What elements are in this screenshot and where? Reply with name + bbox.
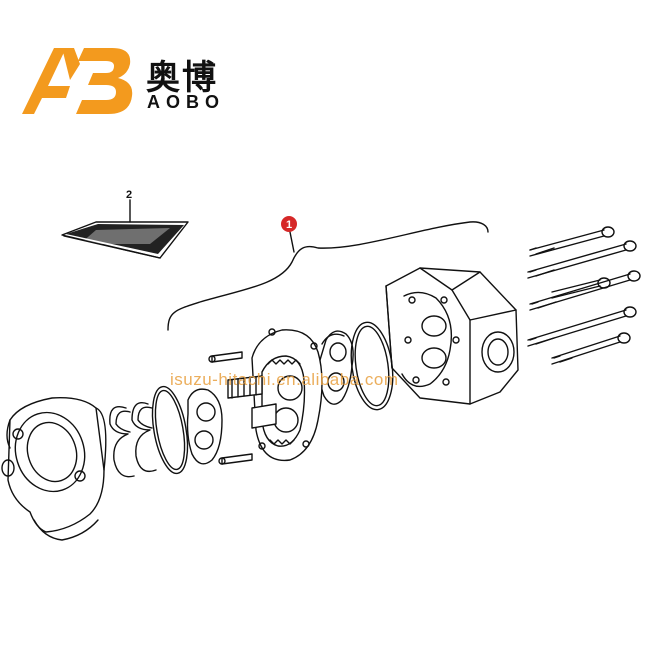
dowel-pins [208,351,253,465]
brand-name-english: AOBO [147,92,225,112]
callout-label-1: 1 [286,219,292,231]
o-ring-large-front [151,385,189,475]
callout-label-2: 2 [126,189,132,201]
wear-plate-front [186,388,223,465]
ab-logo-mark [22,48,133,114]
front-flange-housing [6,397,107,541]
wear-plate-rear [318,330,354,405]
rear-housing [385,267,519,405]
backup-rings [109,402,157,478]
brand-logo: 奥博 AOBO [18,44,248,124]
callout-1-leader [289,231,295,253]
assembly-bracket-line [167,221,489,331]
watermark-text: isuzu-hitachi.en.alibaba.com [170,370,399,389]
gear-body-section [227,328,323,462]
small-seal-ring [1,459,15,477]
callout-badge-1 [281,216,297,232]
long-bolts [527,226,641,365]
brand-name-chinese: 奥博 [146,58,218,98]
seal-kit-card [61,221,189,259]
